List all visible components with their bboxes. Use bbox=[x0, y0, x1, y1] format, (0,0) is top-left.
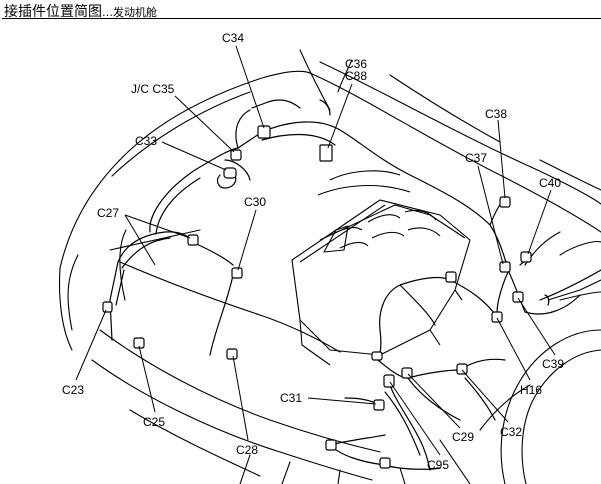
connector-engine-body bbox=[445, 271, 457, 283]
car-body-outline bbox=[58, 49, 601, 484]
leader-c27a bbox=[124, 214, 191, 239]
connector-c38-body bbox=[499, 196, 511, 208]
leader-c30 bbox=[237, 209, 257, 271]
leader-c28 bbox=[232, 355, 249, 441]
leader-c95 bbox=[389, 381, 441, 456]
engine-block bbox=[291, 170, 471, 366]
leader-c33 bbox=[161, 141, 227, 171]
leader-c32 bbox=[461, 369, 509, 423]
connector-jc35-body bbox=[230, 149, 242, 161]
leader-c38 bbox=[497, 119, 506, 199]
connector-c27-body bbox=[187, 234, 199, 246]
label-c27: C27 bbox=[97, 206, 119, 220]
label-c37: C37 bbox=[465, 151, 487, 165]
leader-c31 bbox=[307, 397, 377, 405]
label-c36: C36 bbox=[345, 57, 367, 71]
page-title: 接插件位置简图…发动机舱 bbox=[4, 1, 157, 21]
leader-c34 bbox=[235, 45, 265, 129]
leader-lines bbox=[75, 45, 556, 456]
label-c88: C88 bbox=[345, 69, 367, 83]
connector-c23-body bbox=[102, 301, 113, 313]
label-c30: C30 bbox=[244, 195, 266, 209]
label-c33: C33 bbox=[135, 134, 157, 148]
leader-c23 bbox=[75, 309, 107, 381]
label-c29: C29 bbox=[452, 430, 474, 444]
connector-lower2-body bbox=[379, 457, 391, 469]
connector-lower-body bbox=[325, 439, 337, 451]
connector-labels: C34 C36 C88 J/C C35 C38 C33 C37 C40 C30 … bbox=[62, 31, 564, 472]
leader-c40 bbox=[527, 189, 552, 255]
connector-c36-body bbox=[319, 144, 333, 162]
label-c23: C23 bbox=[62, 383, 84, 397]
leader-c37 bbox=[477, 165, 504, 265]
label-c32: C32 bbox=[500, 425, 522, 439]
leader-h16 bbox=[496, 317, 531, 381]
connector-c39-body bbox=[512, 291, 524, 303]
title-subtitle: …发动机舱 bbox=[102, 6, 157, 19]
header-rule bbox=[2, 18, 601, 19]
label-jc35: J/C C35 bbox=[131, 82, 175, 96]
connector-c28-body bbox=[226, 348, 238, 360]
label-c34: C34 bbox=[222, 31, 244, 45]
connector-c34-body bbox=[257, 125, 271, 139]
label-c39: C39 bbox=[542, 357, 564, 371]
leader-jc35 bbox=[174, 95, 235, 153]
connector-c40-body bbox=[520, 251, 532, 263]
leader-c36 bbox=[327, 83, 353, 149]
leader-c39 bbox=[517, 297, 556, 356]
connector-ground-body bbox=[371, 351, 383, 361]
connector-c30-body bbox=[231, 267, 243, 279]
page-header: 接插件位置简图…发动机舱 bbox=[2, 0, 601, 22]
title-text: 接插件位置简图 bbox=[4, 4, 102, 20]
label-c25: C25 bbox=[143, 415, 165, 429]
label-c31: C31 bbox=[280, 391, 302, 405]
label-c38: C38 bbox=[485, 107, 507, 121]
connector-h16-body bbox=[491, 311, 503, 323]
leader-c25 bbox=[138, 345, 156, 413]
leader-c27b bbox=[124, 214, 156, 266]
connector-c31-body bbox=[373, 399, 385, 411]
connector-c33-body bbox=[223, 167, 237, 179]
label-c40: C40 bbox=[539, 176, 561, 190]
connector-c37-body bbox=[499, 261, 511, 273]
label-h16: H16 bbox=[520, 383, 542, 397]
connector-bodies bbox=[102, 125, 532, 469]
leader-c29 bbox=[407, 373, 461, 429]
label-c28: C28 bbox=[236, 443, 258, 457]
connector-c32-body bbox=[456, 363, 468, 375]
label-c95: C95 bbox=[427, 458, 449, 472]
